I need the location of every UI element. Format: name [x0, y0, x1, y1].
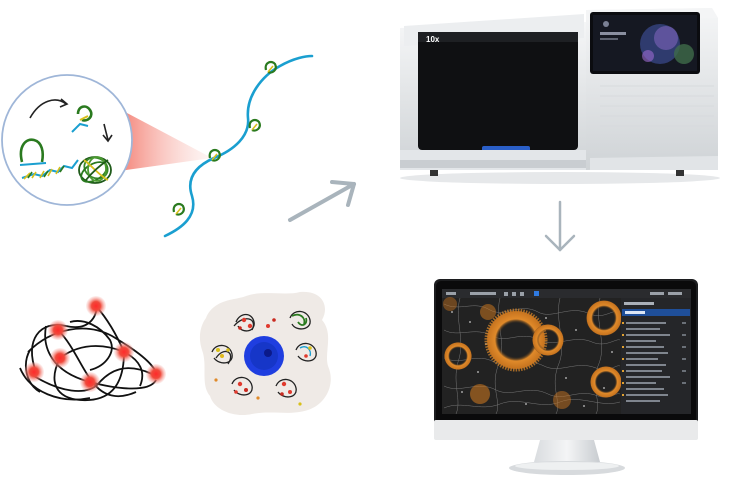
viewer-side-panel	[621, 298, 691, 414]
target-sequence	[21, 159, 79, 180]
cell-illustration	[199, 291, 331, 416]
transcript-dot	[214, 317, 312, 406]
instrument-door	[418, 32, 578, 150]
down-arrow-icon	[544, 200, 576, 252]
down-arrow-small-icon	[103, 123, 109, 141]
tissue-image	[442, 297, 622, 414]
zoom-circle	[1, 74, 133, 206]
panel-selected-row	[622, 309, 690, 316]
zoom-cone	[112, 105, 212, 172]
transcript-cluster	[211, 310, 317, 398]
diagonal-arrow-icon	[288, 180, 356, 222]
instrument-logo: 10x	[426, 35, 440, 44]
rca-product	[78, 156, 112, 184]
probe-zoom-panel	[1, 54, 314, 238]
circular-probe	[71, 105, 93, 133]
monitor-stand	[534, 440, 600, 462]
padlock-probe-open	[19, 138, 47, 166]
imaging-instrument: 10x	[400, 8, 720, 184]
monitor-screen	[442, 289, 691, 414]
strand-probe	[172, 60, 277, 216]
viewer-toolbar	[442, 289, 691, 298]
probe-network	[19, 296, 166, 402]
signal-spot	[24, 296, 166, 392]
analysis-monitor	[434, 279, 698, 475]
rna-strand	[163, 54, 314, 238]
curved-arrow-icon	[29, 99, 67, 119]
